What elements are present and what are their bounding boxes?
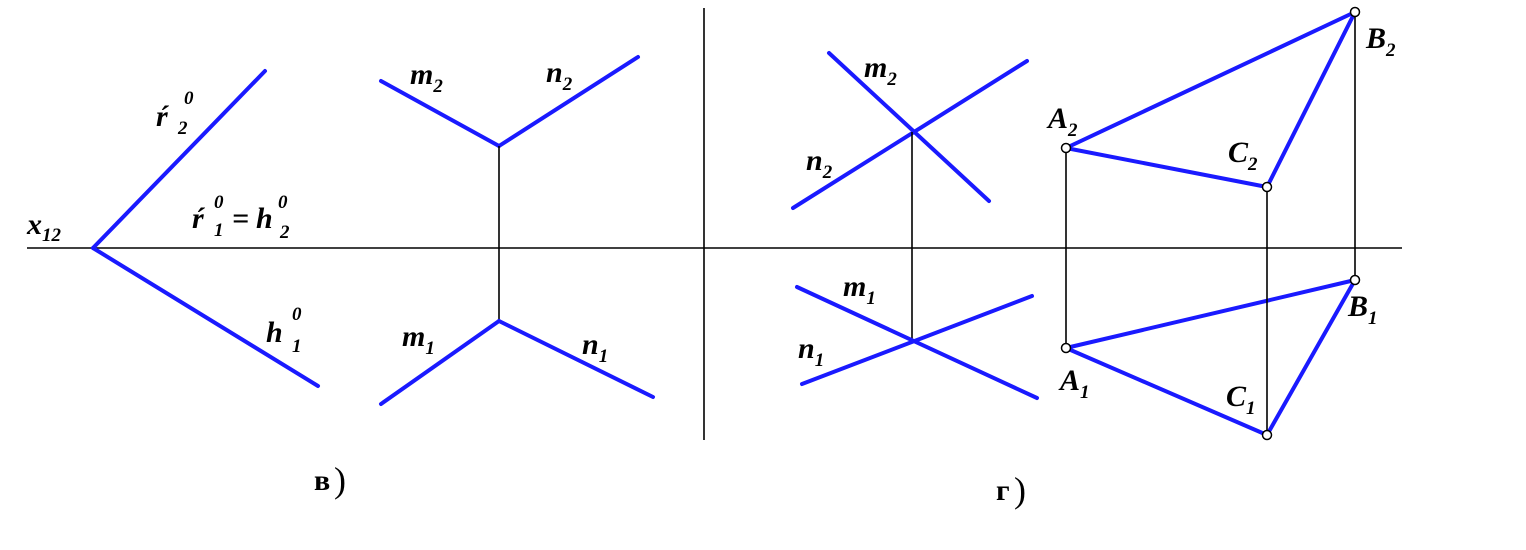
label-f1-sup: 0 [214,192,224,213]
label-h2-sub: 2 [279,222,290,243]
point-A2 [1060,142,1072,154]
m1-line-right [795,285,1039,400]
label-h1-sub: 1 [292,336,302,357]
point-A1 [1060,342,1072,354]
edge-A2C2 [1064,146,1269,189]
label-f2-sub: 2 [177,118,188,139]
label-A1: A1 [1058,364,1090,403]
caption-right: г [996,474,1010,507]
point-B2 [1349,6,1361,18]
label-f2-sup: 0 [184,88,194,109]
edge-C1B1 [1265,278,1357,437]
label-n1-left: n1 [582,328,608,367]
edge-A1B1 [1064,278,1357,350]
label-B2: B2 [1365,22,1396,61]
label-n2-right: n2 [806,144,833,183]
label-x12: x12 [26,208,62,246]
trace-h1-line [91,246,320,388]
caption-left: в [314,464,330,497]
label-equals: = [232,202,249,235]
m1-line [379,319,501,406]
label-f1-trace: ŕ [192,202,206,235]
label-m1-left: m1 [402,320,435,359]
n1-line-right [800,294,1034,386]
caption-left-paren: ) [334,460,346,500]
label-n2-left: n2 [546,56,573,95]
label-A2: A2 [1046,102,1078,141]
label-m2-left: m2 [410,58,443,97]
edge-A1C1 [1064,346,1269,437]
label-h1-sup: 0 [292,304,302,325]
label-f1-sub: 1 [214,220,224,241]
label-m2-right: m2 [864,51,897,90]
edge-A2B2 [1064,10,1357,150]
label-f2-trace: ŕ [156,100,170,133]
label-h1-trace: h [266,316,283,349]
point-C1 [1261,429,1273,441]
edge-C2B2 [1265,10,1357,189]
label-C1: C1 [1226,380,1256,419]
m2-line [379,79,501,148]
point-C2 [1261,181,1273,193]
label-B1: B1 [1347,290,1378,329]
label-C2: C2 [1228,136,1258,175]
m2-line-right [827,51,991,203]
n2-line-right [791,59,1029,210]
point-B1 [1349,274,1361,286]
label-h2-trace: h [256,202,273,235]
label-h2-sup: 0 [278,192,288,213]
n2-line [497,55,640,148]
trace-f2-line [91,69,267,250]
label-m1-right: m1 [843,270,876,309]
label-n1-right: n1 [798,332,824,371]
n1-line [497,319,655,399]
caption-right-paren: ) [1014,470,1026,510]
